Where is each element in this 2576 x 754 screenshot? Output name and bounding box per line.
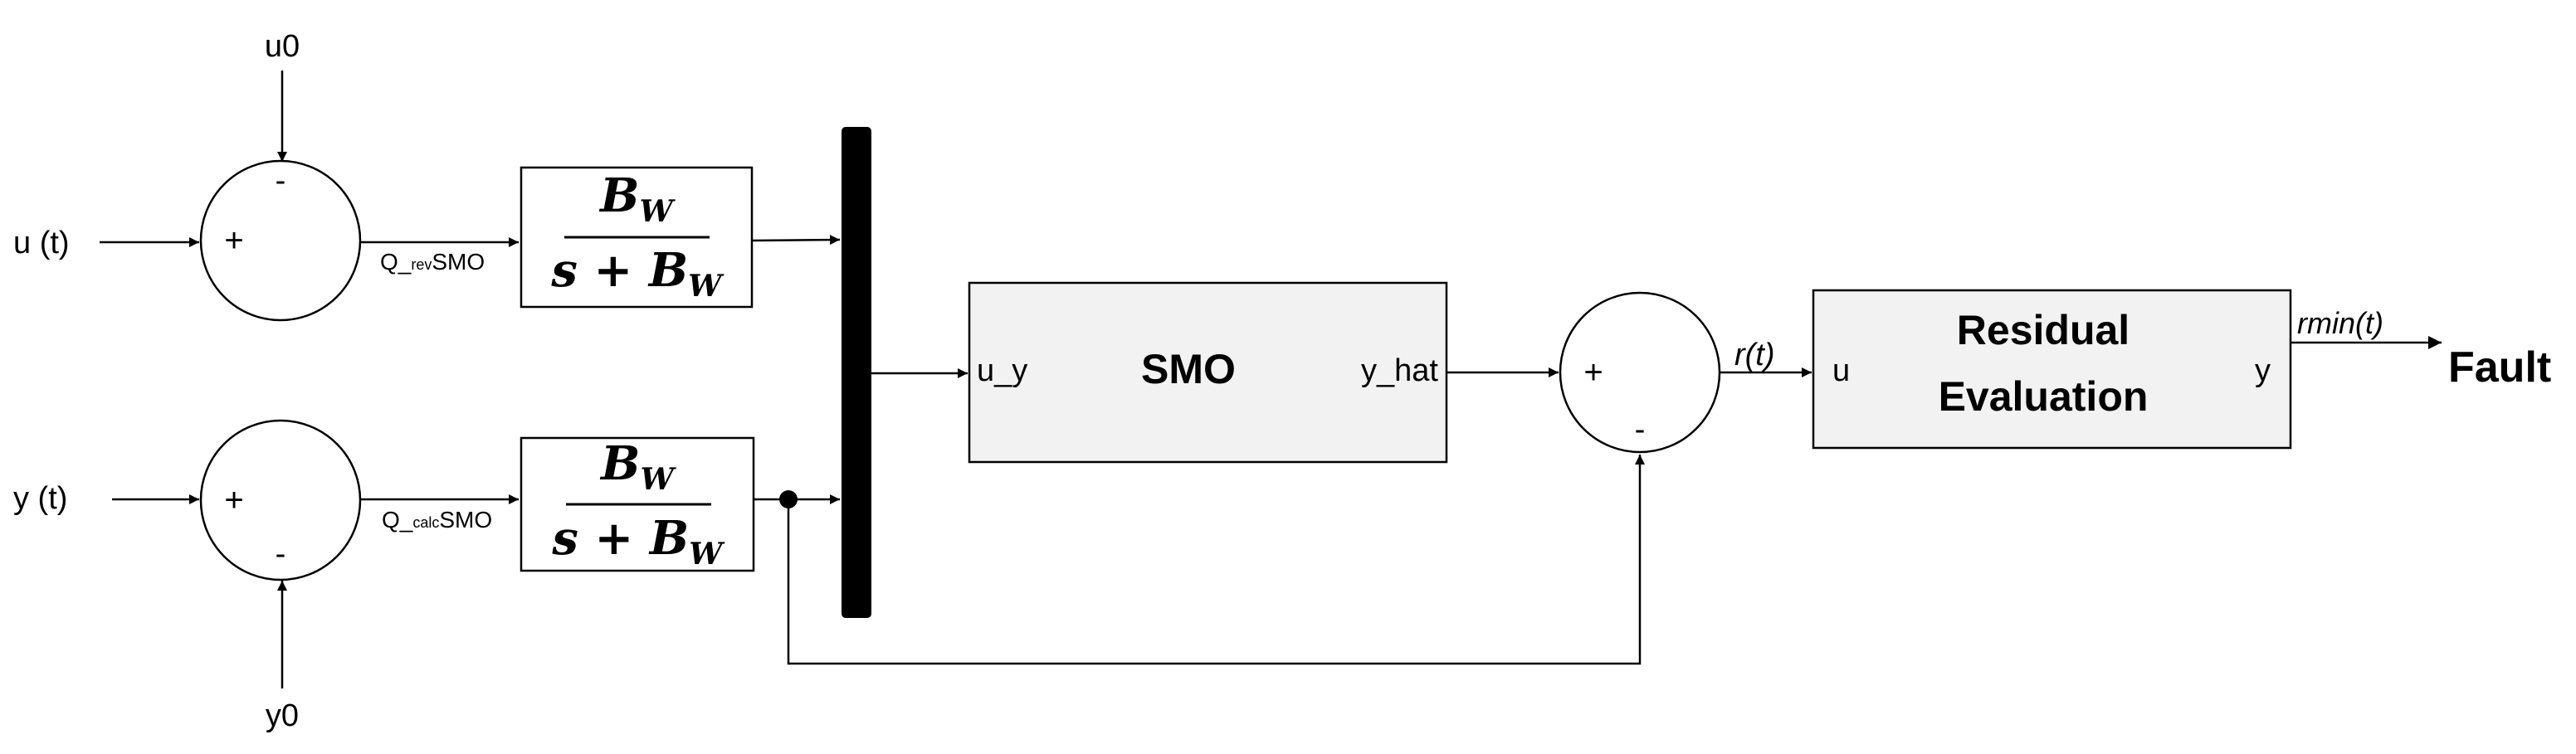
sum2-plus-sign: + — [224, 482, 243, 518]
filter-block-1: BW s + BW — [520, 166, 754, 309]
fault-output-label: Fault — [2448, 343, 2551, 392]
smo-input-port-label: u_y — [977, 353, 1027, 388]
residual-input-port-label: u — [1832, 353, 1850, 388]
input-u0-label: u0 — [265, 29, 300, 64]
sum3-minus-sign: - — [1635, 412, 1646, 447]
residual-evaluation-block: u Residual Evaluation y — [1812, 289, 2292, 450]
signal-q-rev-smo-label: Q_revSMO — [380, 249, 485, 275]
wire-feedback-to-sum3 — [787, 455, 1645, 665]
input-y-t-label: y (t) — [13, 481, 67, 516]
filter1-denominator: s + BW — [550, 243, 724, 304]
smo-output-port-label: y_hat — [1361, 353, 1438, 388]
residual-title-line2: Evaluation — [1939, 373, 2149, 420]
sum-junction-1: - + — [199, 159, 362, 322]
input-u-t-label: u (t) — [13, 226, 70, 260]
smo-block: u_y SMO y_hat — [968, 281, 1448, 464]
signal-q-calc-smo-label: Q_calcSMO — [382, 507, 492, 533]
mux-bar — [842, 127, 871, 618]
sum-junction-3: + - — [1559, 291, 1721, 454]
filter1-numerator: BW — [598, 168, 676, 229]
input-y0-label: y0 — [266, 698, 299, 733]
residual-output-port-label: y — [2255, 353, 2271, 388]
signal-rmin-t-text: rmin(t) — [2297, 306, 2383, 340]
residual-title-line1: Residual — [1957, 307, 2130, 353]
filter-block-2: BW s + BW — [520, 436, 755, 572]
sum1-plus-sign: + — [224, 222, 243, 259]
signal-r-t-label: r(t) — [1734, 338, 1775, 372]
sum3-plus-sign: + — [1583, 354, 1603, 391]
filter2-numerator: BW — [599, 436, 676, 497]
filter2-denominator: s + BW — [551, 511, 725, 572]
smo-title: SMO — [1141, 346, 1236, 392]
sum1-minus-sign: - — [276, 163, 286, 198]
wire-filter1-to-mux — [751, 235, 841, 246]
sum2-minus-sign: - — [276, 537, 286, 572]
sum-junction-2: + - — [199, 419, 362, 581]
